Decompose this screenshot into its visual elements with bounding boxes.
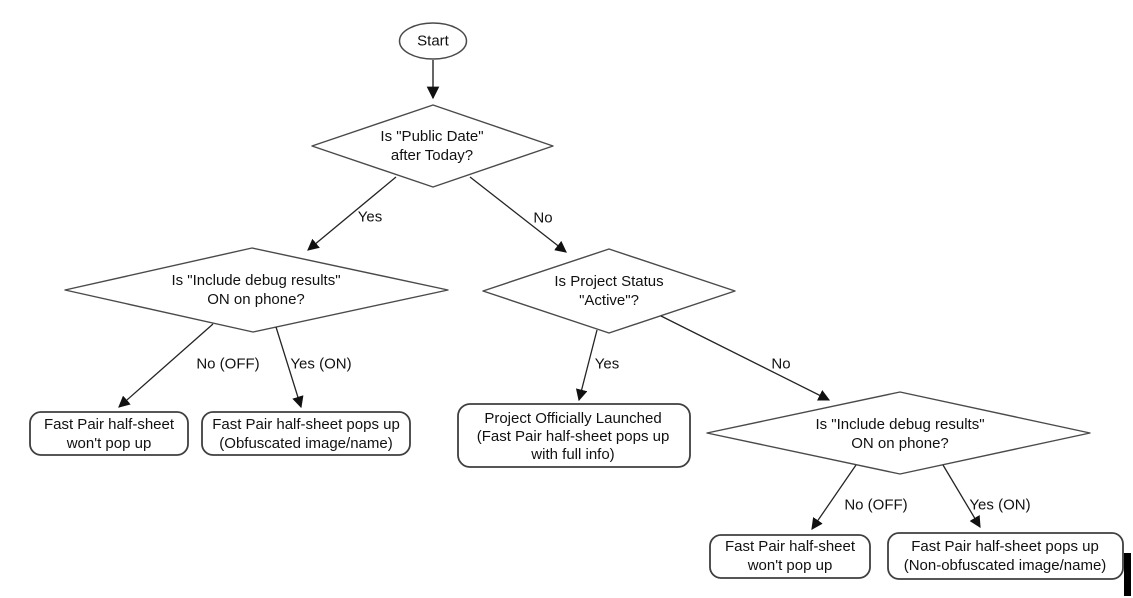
edge-label-public-date-no: No	[533, 209, 553, 227]
decision-debug-left-shape	[64, 247, 449, 333]
result-no-popup-left-line1: Fast Pair half-sheet	[43, 416, 175, 433]
edge-project-status-yes	[575, 329, 598, 402]
result-no-popup-right-label: Fast Pair half-sheet won't pop up	[725, 537, 855, 575]
result-no-popup-left-line2: won't pop up	[66, 435, 152, 452]
edge-label-debug-right-no: No (OFF)	[844, 496, 908, 514]
result-non-obfuscated-popup-line1: Fast Pair half-sheet pops up	[911, 538, 1099, 555]
start-node-label: Start	[417, 32, 449, 50]
result-obfuscated-popup-line1: Fast Pair half-sheet pops up	[212, 416, 400, 433]
decision-debug-right-line1: Is "Include debug results"	[815, 416, 985, 433]
edge-label-project-status-no: No	[771, 355, 791, 373]
edge-label-project-status-yes: Yes	[594, 355, 620, 373]
decision-debug-right-line2: ON on phone?	[851, 435, 949, 452]
result-no-popup-right-line1: Fast Pair half-sheet	[724, 538, 856, 555]
decision-public-date-label: Is "Public Date" after Today?	[380, 127, 483, 165]
result-launched-shape	[457, 403, 691, 468]
edge-public-date-yes	[307, 176, 397, 251]
result-non-obfuscated-popup-shape	[887, 532, 1124, 580]
result-obfuscated-popup-line2: (Obfuscated image/name)	[219, 435, 393, 452]
result-obfuscated-popup-label: Fast Pair half-sheet pops up (Obfuscated…	[212, 415, 400, 453]
decision-public-date-line2: after Today?	[390, 147, 474, 164]
edge-label-debug-left-yes: Yes (ON)	[290, 355, 352, 373]
result-no-popup-left-shape	[29, 411, 189, 456]
result-launched-label: Project Officially Launched (Fast Pair h…	[477, 410, 670, 464]
decision-public-date-line1: Is "Public Date"	[380, 128, 484, 145]
edge-label-public-date-yes: Yes	[357, 208, 383, 226]
decision-project-status-label: Is Project Status "Active"?	[554, 272, 663, 310]
result-launched-line2: (Fast Pair half-sheet pops up	[476, 428, 670, 445]
decision-debug-right-label: Is "Include debug results" ON on phone?	[815, 415, 984, 453]
edge-debug-left-yes	[275, 326, 304, 409]
result-non-obfuscated-popup-line2: (Non-obfuscated image/name)	[903, 557, 1107, 574]
decision-project-status-line2: "Active"?	[579, 292, 639, 309]
result-no-popup-left-label: Fast Pair half-sheet won't pop up	[44, 415, 174, 453]
decision-debug-left-label: Is "Include debug results" ON on phone?	[171, 271, 340, 309]
edge-project-status-no	[660, 315, 831, 401]
edge-public-date-no	[469, 176, 567, 253]
edge-debug-right-no	[811, 464, 857, 530]
edge-label-debug-left-no: No (OFF)	[196, 355, 260, 373]
edge-debug-left-no	[118, 323, 214, 408]
decision-public-date-shape	[311, 104, 554, 188]
result-launched-line3: with full info)	[531, 446, 615, 463]
decision-debug-right-shape	[706, 391, 1091, 475]
result-no-popup-right-shape	[709, 534, 871, 579]
result-non-obfuscated-popup-label: Fast Pair half-sheet pops up (Non-obfusc…	[904, 537, 1107, 575]
start-node-shape	[398, 22, 468, 60]
decision-debug-left-line2: ON on phone?	[207, 291, 305, 308]
result-launched-line1: Project Officially Launched	[484, 410, 662, 427]
result-obfuscated-popup-shape	[201, 411, 411, 456]
result-no-popup-right-line2: won't pop up	[747, 557, 833, 574]
decision-project-status-line1: Is Project Status	[554, 273, 664, 290]
decision-debug-left-line1: Is "Include debug results"	[171, 272, 341, 289]
decision-project-status-shape	[482, 248, 736, 334]
edge-debug-right-yes	[942, 464, 981, 529]
edge-label-debug-right-yes: Yes (ON)	[969, 496, 1031, 514]
text-cursor-bar	[1124, 553, 1131, 596]
